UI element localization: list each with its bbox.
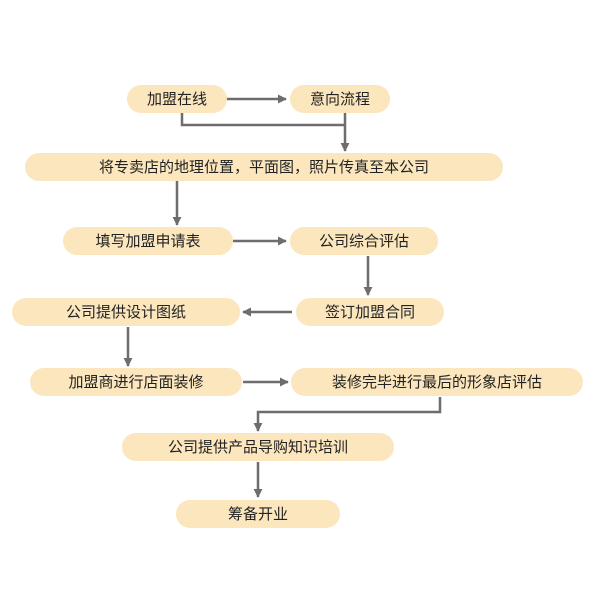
step-final-eval: 装修完毕进行最后的形象店评估: [291, 368, 583, 396]
step-decorate-store: 加盟商进行店面装修: [30, 368, 242, 396]
step-fill-form: 填写加盟申请表: [63, 227, 233, 255]
step-training: 公司提供产品导购知识培训: [122, 433, 394, 461]
step-sign-contract: 签订加盟合同: [296, 298, 444, 326]
step-send-info: 将专卖店的地理位置，平面图，照片传真至本公司: [25, 153, 503, 181]
connector-online-down: [180, 113, 345, 127]
step-company-eval: 公司综合评估: [290, 227, 438, 255]
step-provide-design: 公司提供设计图纸: [12, 298, 240, 326]
step-intent-process: 意向流程: [290, 85, 390, 113]
arrow-final-to-training: [253, 397, 442, 432]
step-opening: 筹备开业: [176, 500, 340, 528]
step-online-join: 加盟在线: [127, 85, 227, 113]
